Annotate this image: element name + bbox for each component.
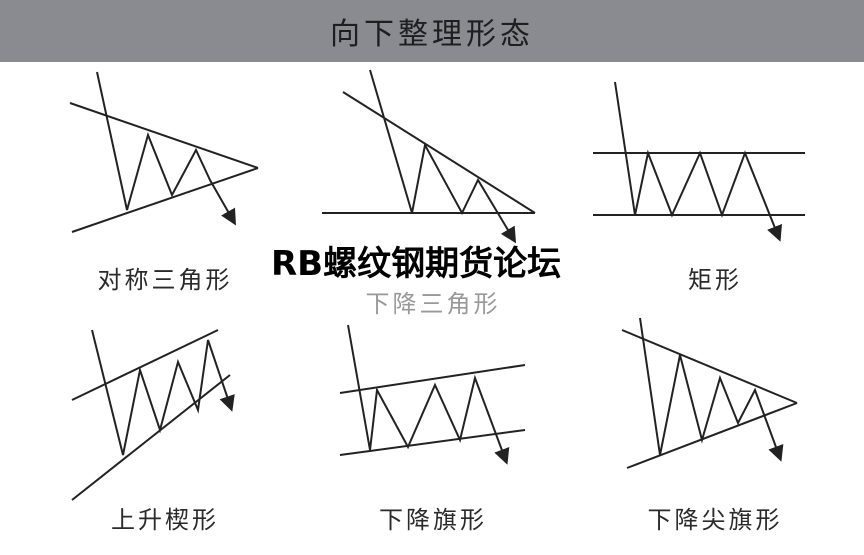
pattern-descending-flag [339,324,526,465]
label-symmetric-triangle: 对称三角形 [97,266,233,294]
pattern-descending-triangle [322,69,536,244]
watermark: RB螺纹钢期货论坛 [271,244,562,284]
label-descending-triangle: 下降三角形 [365,290,501,318]
header-bar: 向下整理形态 [0,0,864,62]
page-title: 向下整理形态 [330,17,534,52]
label-rectangle: 矩形 [688,266,742,294]
pattern-rising-wedge [71,329,235,501]
pattern-descending-pennant [621,317,798,469]
pattern-rectangle [593,81,805,242]
label-rising-wedge: 上升楔形 [111,506,219,534]
label-descending-pennant: 下降尖旗形 [647,506,783,534]
pattern-symmetric-triangle [69,71,259,233]
label-descending-flag: 下降旗形 [379,506,487,534]
